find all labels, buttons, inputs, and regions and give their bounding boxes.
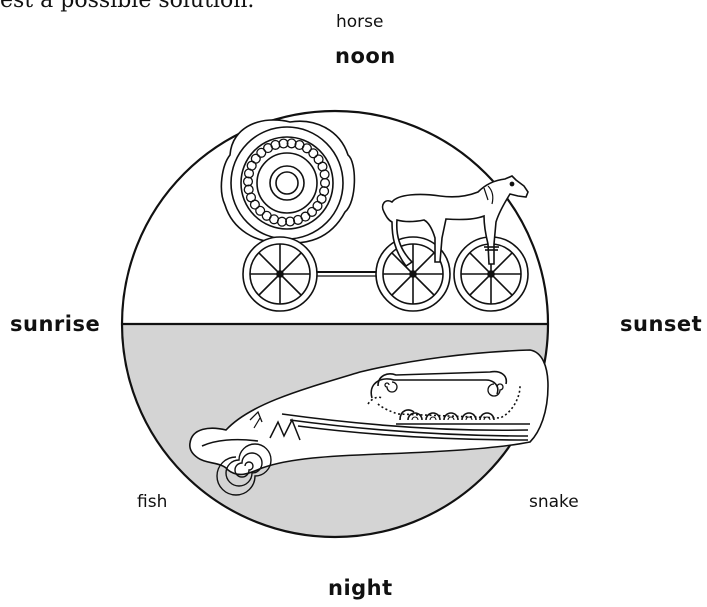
sun-disc-icon [221, 120, 354, 243]
sun-chariot-icon [221, 120, 528, 311]
chariot-wheel-left [243, 237, 317, 311]
